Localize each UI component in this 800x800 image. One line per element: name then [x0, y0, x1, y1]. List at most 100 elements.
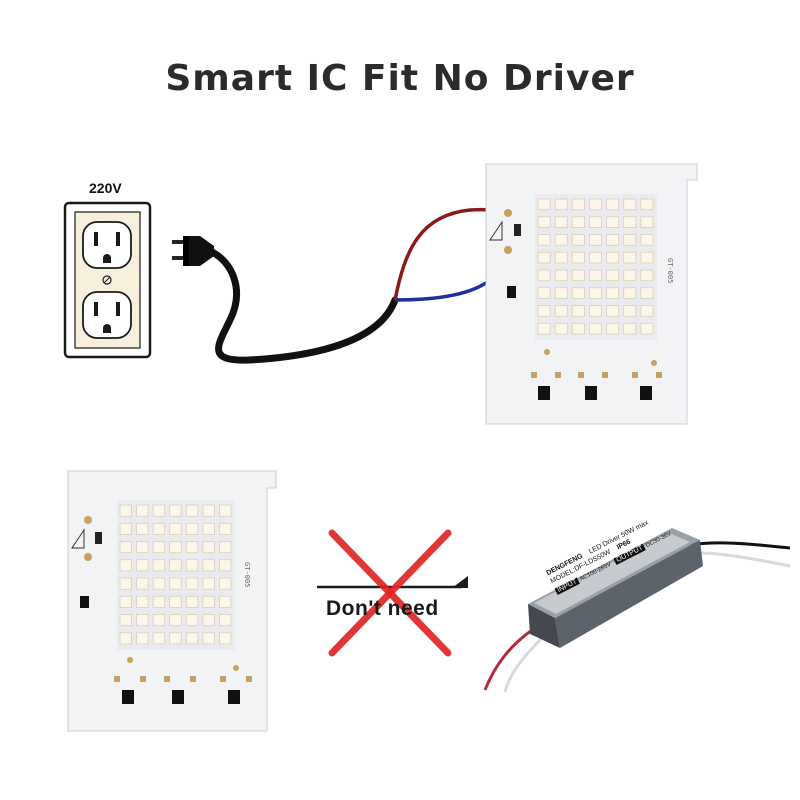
- led-chip: [136, 614, 149, 627]
- led-chip: [136, 522, 149, 535]
- led-chip: [606, 216, 620, 228]
- led-chip: [169, 559, 182, 572]
- led-chip: [554, 305, 568, 317]
- led-chip: [554, 234, 568, 246]
- led-chip: [554, 322, 568, 335]
- led-chip: [185, 559, 199, 572]
- led-chip: [554, 198, 568, 211]
- led-chip: [136, 632, 149, 645]
- led-chip: [640, 269, 654, 282]
- led-chip: [185, 632, 199, 645]
- led-chip: [219, 577, 232, 590]
- led-chip: [152, 595, 166, 608]
- led-chip: [219, 632, 232, 645]
- led-chip: [202, 559, 215, 572]
- power-plug-icon: [172, 236, 214, 266]
- led-chip: [640, 234, 654, 246]
- led-board-top: GT-005: [485, 163, 698, 425]
- led-chip: [169, 504, 182, 517]
- led-chip: [136, 504, 149, 517]
- led-chip: [202, 614, 215, 627]
- led-chip: [606, 198, 620, 211]
- led-chip: [119, 577, 132, 590]
- led-chip: [219, 504, 232, 517]
- led-chip: [606, 234, 620, 246]
- led-chip: [571, 234, 585, 246]
- led-chip: [623, 216, 637, 228]
- led-chip: [136, 595, 149, 608]
- led-chip: [606, 322, 620, 335]
- led-chip: [119, 595, 132, 608]
- led-chip: [169, 632, 182, 645]
- led-chip: [554, 251, 568, 264]
- led-chip: [537, 305, 551, 317]
- led-chip: [202, 541, 215, 554]
- led-chip: [554, 216, 568, 228]
- led-chip: [537, 216, 551, 228]
- led-chip: [571, 198, 585, 211]
- cross-out-icon: [317, 529, 468, 657]
- led-chip: [589, 269, 602, 282]
- led-chip: [119, 522, 132, 535]
- led-chip: [219, 522, 232, 535]
- dont-need-label: Don't need: [326, 597, 439, 620]
- led-chip: [136, 541, 149, 554]
- voltage-label: 220V: [89, 180, 122, 196]
- led-chip: [537, 251, 551, 264]
- led-chip: [537, 287, 551, 299]
- led-chip: [152, 559, 166, 572]
- led-chip: [119, 504, 132, 517]
- led-chip: [589, 305, 602, 317]
- led-chip: [571, 287, 585, 299]
- led-chip: [185, 522, 199, 535]
- led-chip: [606, 287, 620, 299]
- led-chip: [640, 251, 654, 264]
- led-chip: [571, 251, 585, 264]
- led-chip: [152, 614, 166, 627]
- led-chip: [152, 522, 166, 535]
- led-chip: [623, 234, 637, 246]
- led-chip: [152, 504, 166, 517]
- led-board-bottom: GT-005: [67, 470, 277, 732]
- led-chip: [202, 632, 215, 645]
- led-chip: [623, 287, 637, 299]
- led-chip: [640, 198, 654, 211]
- led-chip: [623, 322, 637, 335]
- led-chip: [136, 577, 149, 590]
- led-chip: [185, 541, 199, 554]
- led-chip: [589, 198, 602, 211]
- led-chip: [202, 595, 215, 608]
- led-chip: [119, 632, 132, 645]
- led-chip: [640, 322, 654, 335]
- led-chip-grid: [537, 198, 654, 335]
- wall-outlet-icon: [63, 201, 152, 359]
- power-cable: [208, 248, 399, 364]
- led-chip: [219, 595, 232, 608]
- led-chip: [606, 305, 620, 317]
- led-chip: [589, 251, 602, 264]
- led-chip: [185, 504, 199, 517]
- led-chip-grid: [119, 504, 232, 645]
- svg-text:GT-005: GT-005: [243, 562, 251, 587]
- led-chip: [589, 322, 602, 335]
- led-chip: [169, 541, 182, 554]
- led-chip: [219, 614, 232, 627]
- led-chip: [219, 559, 232, 572]
- led-chip: [185, 614, 199, 627]
- led-chip: [571, 216, 585, 228]
- led-chip: [169, 595, 182, 608]
- led-chip: [202, 577, 215, 590]
- led-chip: [537, 198, 551, 211]
- led-chip: [606, 269, 620, 282]
- led-chip: [606, 251, 620, 264]
- svg-text:GT-005: GT-005: [666, 258, 674, 283]
- led-chip: [554, 269, 568, 282]
- page-title: Smart IC Fit No Driver: [165, 58, 635, 99]
- led-chip: [589, 216, 602, 228]
- led-chip: [202, 522, 215, 535]
- led-chip: [640, 287, 654, 299]
- led-chip: [623, 251, 637, 264]
- led-chip: [119, 559, 132, 572]
- led-chip: [202, 504, 215, 517]
